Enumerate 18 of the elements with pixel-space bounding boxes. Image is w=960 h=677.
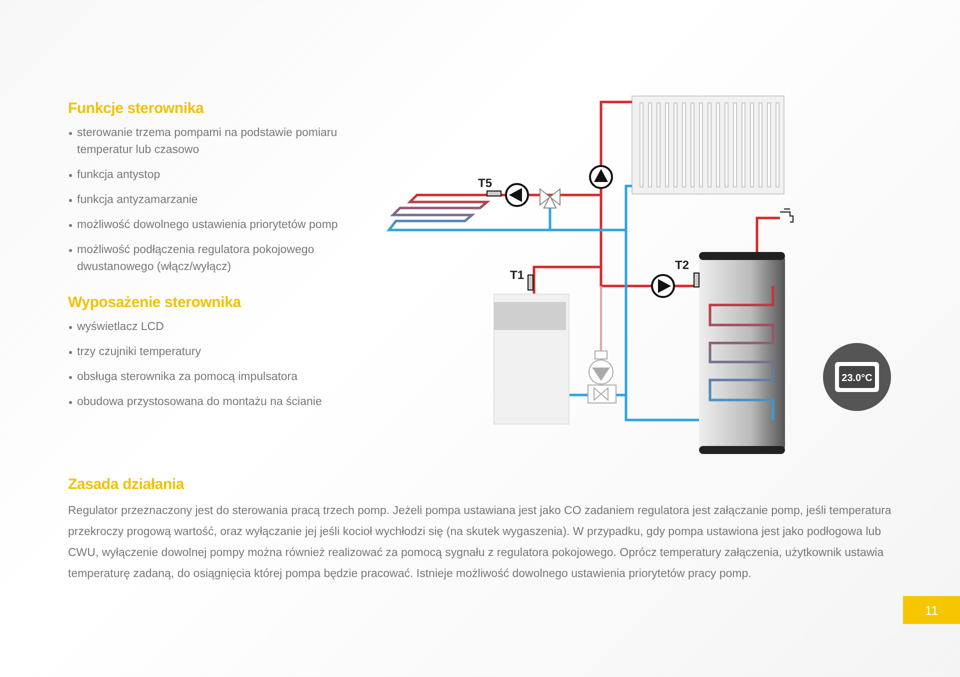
bullet-item: funkcja antyzamarzanie [68, 192, 378, 209]
page-number: 11 [924, 602, 938, 618]
bullet-item: obudowa przystosowana do montażu na ścianie [68, 394, 378, 411]
bullet-item: funkcja antystop [68, 167, 378, 184]
bullet-item: możliwość podłączenia regulatora pokojowego dwustanowego (włącz/wyłącz) [68, 242, 378, 276]
bullet-item: trzy czujniki temperatury [68, 344, 378, 361]
description-paragraph: Regulator przeznaczony jest do sterowania pracą trzech pomp. Jeżeli pompa ustawiana jest jako CO zadaniem regulatora jest załączanie pomp, jeśli temperatura przekroczy progową wartość, oraz wyłączanie jej jeśli kocioł wychłodzi się (na skutek wygaszenia). W przypadku, gdy pompa ustawiona jest jako podłogowa lub CWU, wyłączenie dowolnej pompy można również realizować za pomocą sygnału z regulatora pokojowego. Oprócz temperatury załączenia, użytkownik ustawia temperaturę zadaną, do osiągnięcia której pompa będzie pracować. Istnieje możliwość dowolnego ustawienia priorytetów pracy pomp. [68, 504, 892, 582]
section-heading: Zasada działania [68, 476, 186, 493]
bullet-item: sterowanie trzema pompami na podstawie pomiaru temperatur lub czasowo [68, 125, 378, 159]
sensor-label: T1 [510, 268, 524, 282]
bullet-item: możliwość dowolnego ustawienia priorytetów pomp [68, 217, 378, 234]
temperature-reading: 23.0°C [842, 373, 872, 384]
bullet-item: obsługa sterownika za pomocą impulsatora [68, 369, 378, 386]
section-heading: Funkcje sterownika [68, 100, 205, 117]
sensor-label: T5 [478, 176, 492, 190]
sensor-label: T2 [675, 258, 690, 272]
bullet-item: wyświetlacz LCD [68, 319, 378, 336]
section-heading: Wyposażenie sterownika [68, 294, 242, 311]
